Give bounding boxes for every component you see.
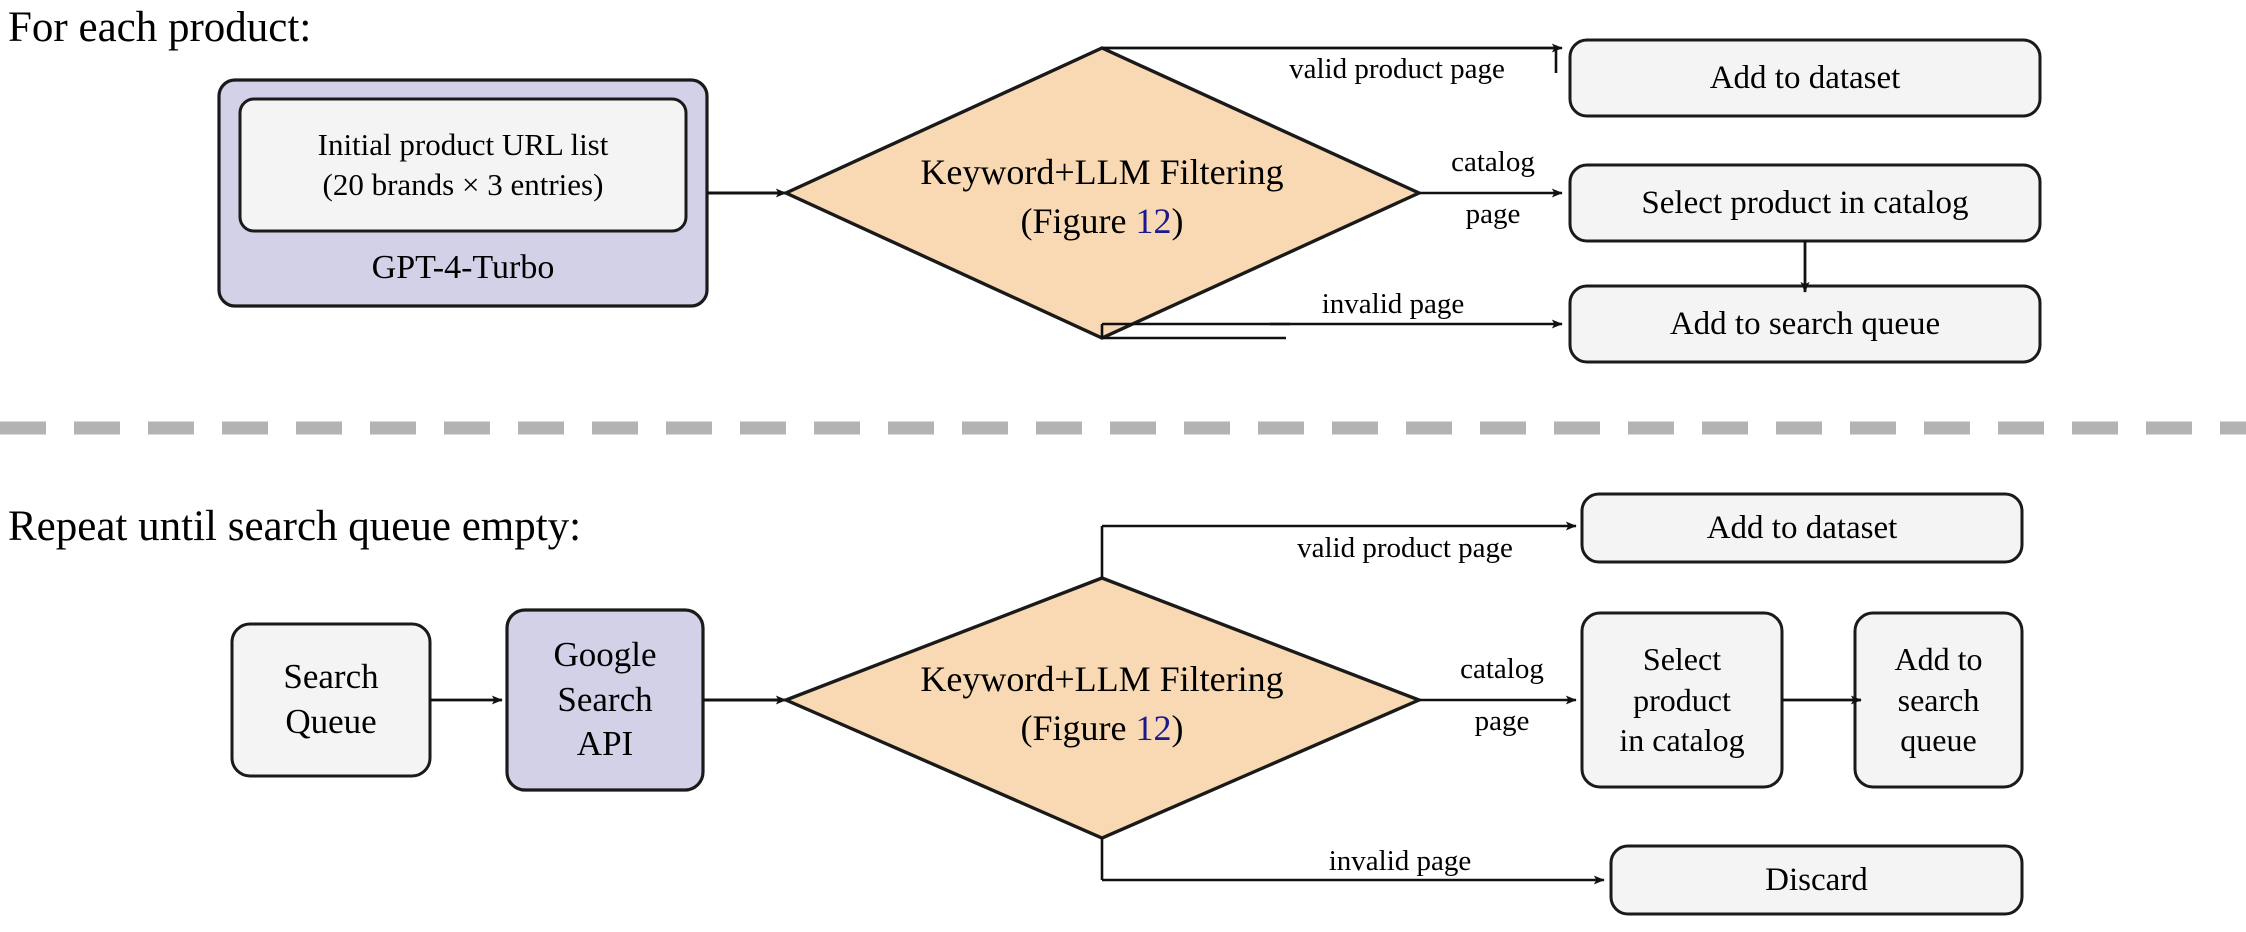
figure-prefix-bottom: (Figure bbox=[1020, 707, 1136, 748]
node-select-product-in-catalog-bottom bbox=[1580, 611, 1784, 789]
decision-line-2-bottom: (Figure 12) bbox=[852, 704, 1352, 753]
decision-label-top: Keyword+LLM Filtering (Figure 12) bbox=[852, 148, 1352, 245]
node-add-to-dataset-top bbox=[1568, 38, 2042, 118]
section-heading-top: For each product: bbox=[8, 4, 312, 51]
figure-suffix-bottom: ) bbox=[1171, 707, 1184, 748]
figure-reference-link-bottom[interactable]: 12 bbox=[1135, 707, 1172, 748]
decision-line-1-bottom: Keyword+LLM Filtering bbox=[920, 659, 1284, 699]
edge-label-valid-bottom: valid product page bbox=[1297, 532, 1513, 564]
decision-line-2-top: (Figure 12) bbox=[852, 197, 1352, 246]
node-add-to-dataset-bottom bbox=[1580, 492, 2024, 564]
edge-label-catalog-top: catalog bbox=[1423, 146, 1563, 179]
figure-prefix-top: (Figure bbox=[1020, 200, 1136, 241]
edge-label-catalog-bottom: catalog bbox=[1432, 653, 1572, 686]
node-add-to-search-queue-top bbox=[1568, 284, 2042, 364]
decision-label-bottom: Keyword+LLM Filtering (Figure 12) bbox=[852, 655, 1352, 752]
section-heading-bottom: Repeat until search queue empty: bbox=[8, 503, 582, 550]
figure-suffix-top: ) bbox=[1171, 200, 1184, 241]
decision-line-1-top: Keyword+LLM Filtering bbox=[920, 152, 1284, 192]
figure-reference-link-top[interactable]: 12 bbox=[1135, 200, 1172, 241]
edge-label-catalog-page-top: page bbox=[1423, 198, 1563, 231]
edge-label-invalid-top: invalid page bbox=[1321, 288, 1465, 320]
edge-label-catalog-line1-top: catalog bbox=[1451, 146, 1535, 178]
node-search-queue bbox=[230, 622, 432, 778]
edge-label-catalog-page-bottom: page bbox=[1432, 705, 1572, 738]
node-google-search-api bbox=[505, 608, 705, 792]
edge-label-valid-top: valid product page bbox=[1289, 53, 1505, 85]
node-select-product-in-catalog-top bbox=[1568, 163, 2042, 243]
edge-label-catalog-line2-top: page bbox=[1465, 198, 1521, 230]
node-discard bbox=[1609, 844, 2024, 916]
edge-label-invalid-bottom: invalid page bbox=[1328, 845, 1472, 877]
edge-label-catalog-line2-bottom: page bbox=[1474, 705, 1530, 737]
node-initial-product-url-list bbox=[238, 97, 688, 233]
node-add-to-search-queue-bottom bbox=[1853, 611, 2024, 789]
edge-label-catalog-line1-bottom: catalog bbox=[1460, 653, 1544, 685]
